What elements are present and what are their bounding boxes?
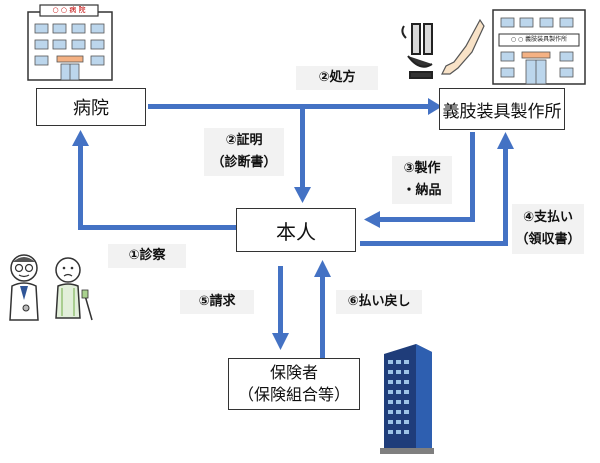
prosthetic-leg-icon — [394, 16, 490, 82]
claim-label: ⑤請求 — [180, 290, 254, 314]
hospital-sign: ○ ○ 病 院 — [52, 6, 86, 14]
insurer-label: 保険者 — [269, 363, 318, 382]
refund-label: ⑥払い戻し — [336, 290, 422, 314]
hospital-label: 病院 — [73, 98, 109, 119]
patient-label: 本人 — [276, 219, 316, 244]
doctor-and-patient-icon — [4, 252, 100, 324]
production-label: ③製作 ・納品 — [392, 156, 452, 204]
hospital-building-icon: ○ ○ 病 院 — [24, 4, 116, 82]
office-tower-icon — [376, 340, 438, 456]
insurer-sublabel: （保険組合等） — [237, 385, 350, 404]
payment-label: ④支払い （領収書） — [512, 204, 584, 254]
manufacturer-building-icon: ○ ○ 義肢装具製作所 — [490, 8, 588, 86]
manufacturer-sign: ○ ○ 義肢装具製作所 — [510, 36, 568, 43]
manufacturer-node: 義肢装具製作所 — [439, 88, 565, 130]
manufacturer-label: 義肢装具製作所 — [442, 101, 562, 122]
certificate-label: ②証明 （診断書） — [204, 128, 284, 176]
examination-label: ①診察 — [108, 244, 186, 268]
hospital-node: 病院 — [36, 88, 146, 126]
insurer-node: 保険者 （保険組合等） — [228, 358, 360, 410]
prescription-label: ②処方 — [296, 66, 378, 90]
patient-node: 本人 — [236, 208, 356, 252]
